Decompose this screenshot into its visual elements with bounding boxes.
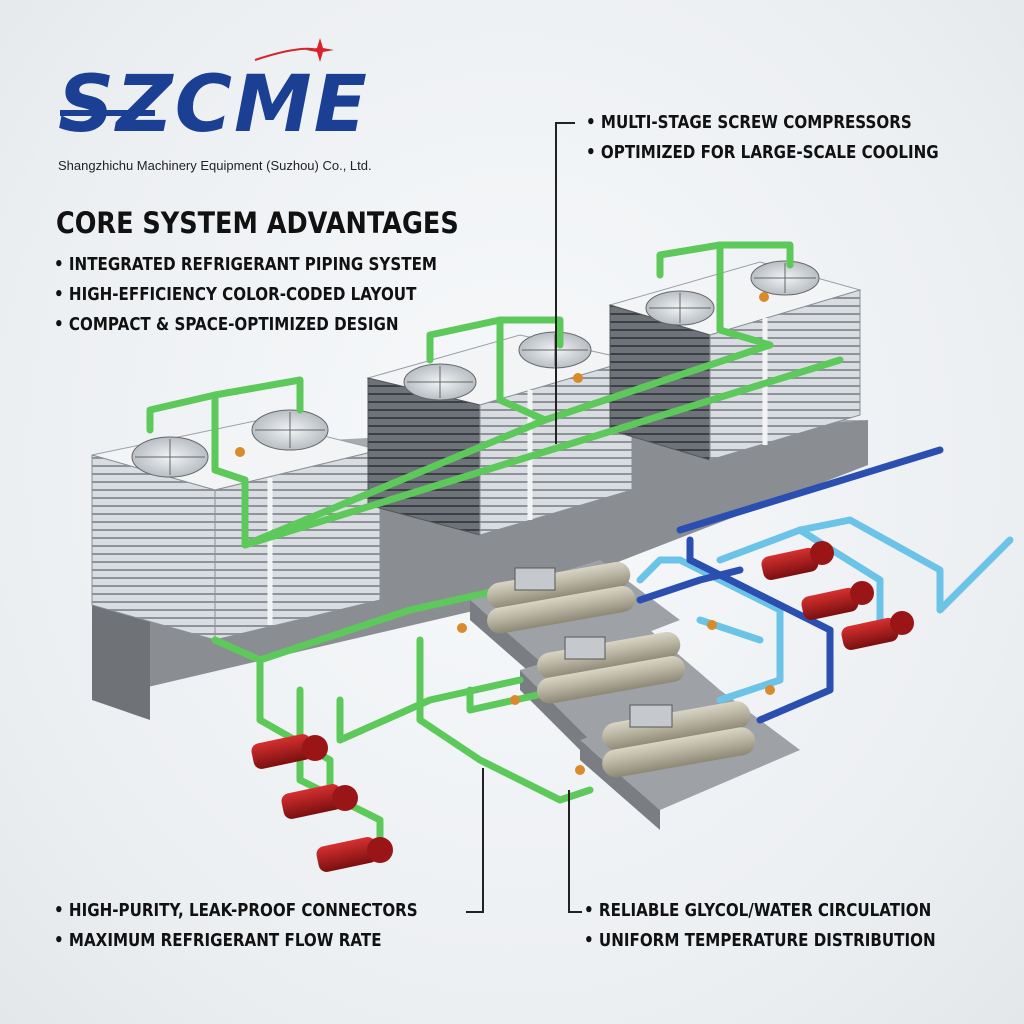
leader-line-glycol-tick bbox=[568, 911, 582, 913]
leader-line-connectors bbox=[482, 768, 484, 912]
leader-line-compressors-tick bbox=[555, 122, 575, 124]
advantages-heading: CORE SYSTEM ADVANTAGES bbox=[56, 206, 459, 240]
logo-star-icon bbox=[254, 38, 334, 62]
callout-compressors: MULTI-STAGE SCREW COMPRESSORS OPTIMIZED … bbox=[586, 108, 1006, 168]
brand-logo: SZCME bbox=[58, 60, 369, 150]
screw-chiller-3 bbox=[602, 701, 756, 778]
advantages-list: INTEGRATED REFRIGERANT PIPING SYSTEM HIG… bbox=[54, 250, 510, 340]
valves bbox=[235, 292, 775, 775]
pumps-left bbox=[251, 734, 393, 872]
logo-accent-bar bbox=[60, 110, 155, 116]
advantage-item: COMPACT & SPACE-OPTIMIZED DESIGN bbox=[54, 310, 437, 340]
screw-chiller-2 bbox=[537, 631, 686, 704]
refrigerant-piping bbox=[146, 241, 844, 854]
leader-line-compressors bbox=[555, 122, 557, 444]
leader-line-connectors-tick bbox=[466, 911, 484, 913]
callout-item: OPTIMIZED FOR LARGE-SCALE COOLING bbox=[586, 138, 939, 168]
cooling-tower-left bbox=[91, 409, 381, 641]
callout-item: UNIFORM TEMPERATURE DISTRIBUTION bbox=[584, 926, 936, 956]
advantage-item: INTEGRATED REFRIGERANT PIPING SYSTEM bbox=[54, 250, 437, 280]
advantage-item: HIGH-EFFICIENCY COLOR-CODED LAYOUT bbox=[54, 280, 437, 310]
callout-item: MULTI-STAGE SCREW COMPRESSORS bbox=[586, 108, 939, 138]
company-name: Shangzhichu Machinery Equipment (Suzhou)… bbox=[58, 158, 372, 173]
leader-line-glycol bbox=[568, 790, 570, 912]
screw-chiller-1 bbox=[487, 561, 636, 634]
callout-item: RELIABLE GLYCOL/WATER CIRCULATION bbox=[584, 896, 936, 926]
pumps-right bbox=[761, 541, 914, 650]
callout-item: MAXIMUM REFRIGERANT FLOW RATE bbox=[54, 926, 418, 956]
callout-glycol: RELIABLE GLYCOL/WATER CIRCULATION UNIFOR… bbox=[584, 896, 1003, 956]
callout-item: HIGH-PURITY, LEAK-PROOF CONNECTORS bbox=[54, 896, 418, 926]
callout-connectors: HIGH-PURITY, LEAK-PROOF CONNECTORS MAXIM… bbox=[54, 896, 487, 956]
water-piping bbox=[636, 446, 944, 724]
